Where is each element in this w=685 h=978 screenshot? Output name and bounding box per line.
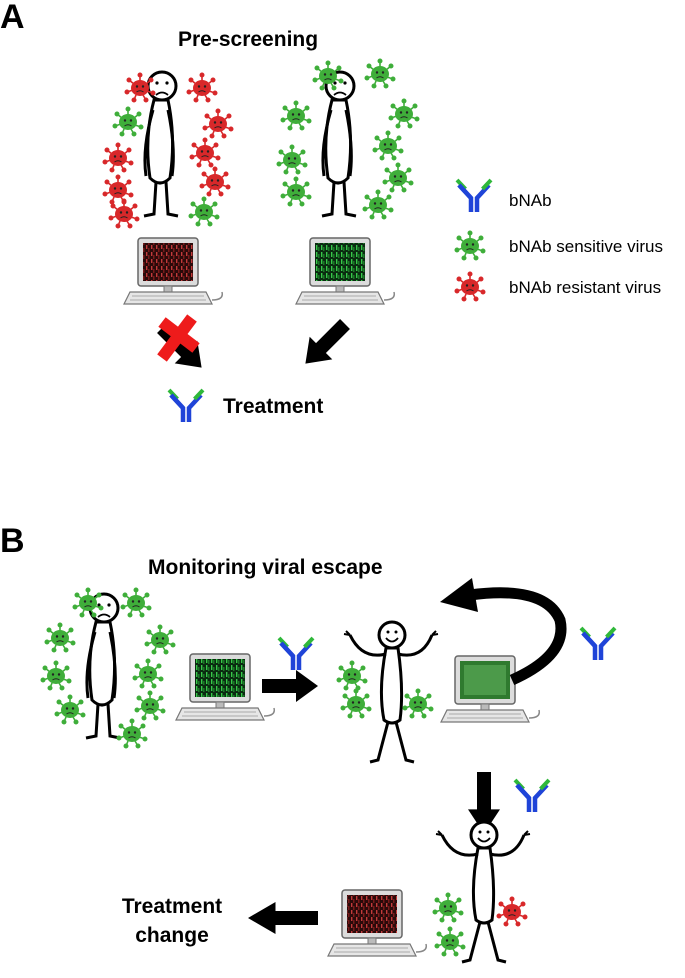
red-cross [157,314,200,362]
patient-a-right [320,70,358,218]
legend-resistant-label: bNAb resistant virus [509,278,662,297]
legend-sensitive-label: bNAb sensitive virus [509,237,664,256]
treatment-change-line1: Treatment [121,895,223,918]
panel-a-label: A [0,0,25,36]
antibody-icon [279,638,313,670]
treatment-arrow [294,312,357,375]
computer-monitoring [440,655,541,723]
feedback-arrow [440,578,567,686]
treatment-label: Treatment [223,395,324,418]
computer-resistant-result [123,237,224,305]
legend-antibody-icon [457,180,491,212]
patient-a-left [142,70,180,218]
legend-resistant-virus-icon [454,271,486,302]
panel-b-label: B [0,522,25,560]
legend-antibody-label: bNAb [509,191,552,210]
panel-a-title: Pre-screening [178,28,319,51]
panel-b-title: Monitoring viral escape [148,556,383,579]
antibody-icon [581,628,615,660]
antibody-icon [515,780,549,812]
forward-arrow [262,670,318,702]
antibody-icon [169,390,203,422]
treatment-change-line2: change [135,924,209,947]
computer-sensitive-result [295,237,396,305]
computer-sensitive-result [175,653,276,721]
computer-resistant-result [327,889,428,957]
treatment-change-arrow [248,902,318,934]
legend-sensitive-virus-icon [454,230,486,261]
sensitive-virus [432,892,466,957]
resistant-virus [496,896,528,927]
patient-b-untreated [84,592,122,740]
